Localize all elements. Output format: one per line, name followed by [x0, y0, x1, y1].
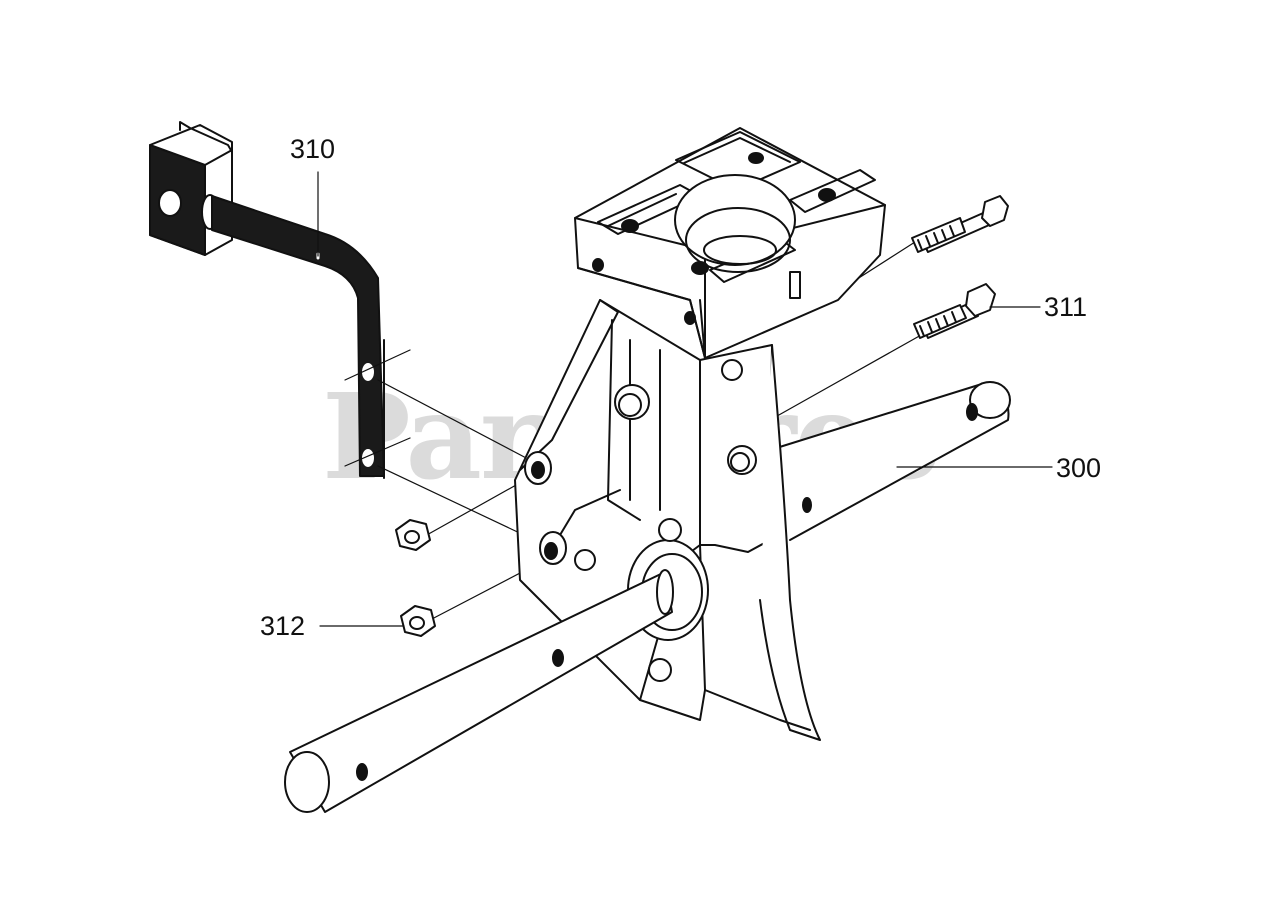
callout-312: 312	[260, 611, 306, 641]
callout-311: 311	[1044, 292, 1088, 322]
axle-300	[769, 381, 1011, 541]
axle-300-front	[284, 569, 674, 813]
callout-310: 310	[290, 134, 336, 164]
bracket-310	[149, 121, 385, 479]
bolts-311	[911, 195, 1009, 339]
nuts-312	[395, 519, 436, 637]
callout-300: 300	[1056, 453, 1102, 483]
leader-lines	[317, 171, 1053, 627]
